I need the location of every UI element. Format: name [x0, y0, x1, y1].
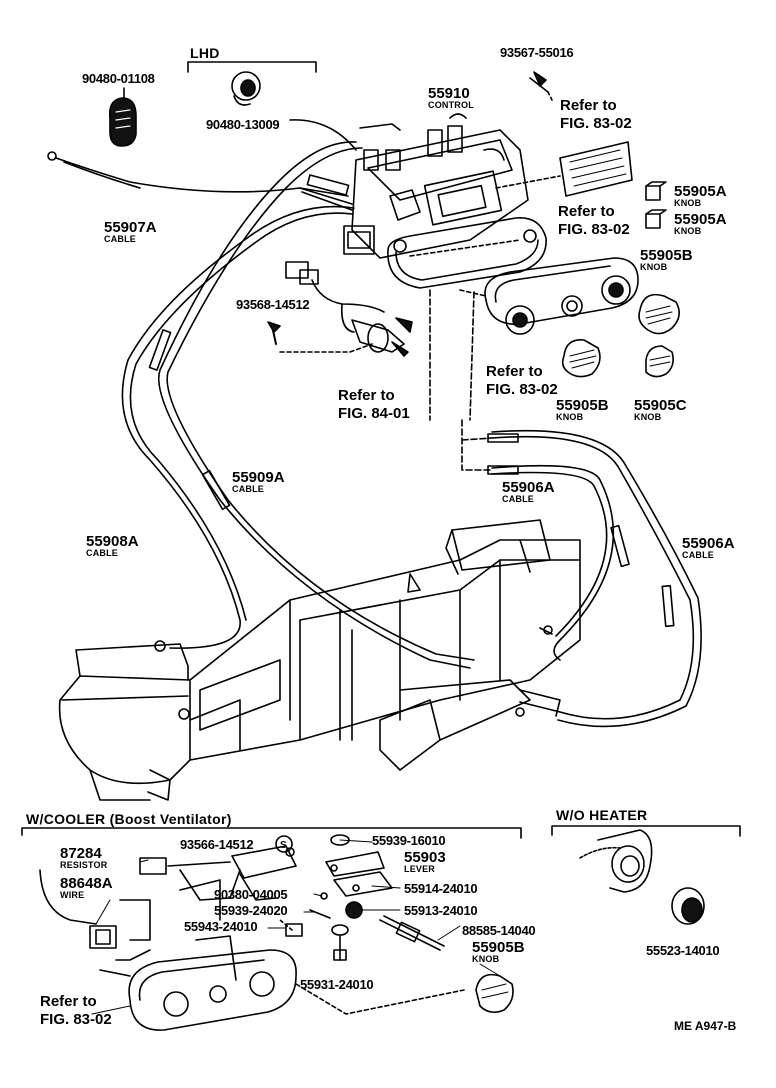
part-55910-sub: CONTROL — [428, 100, 474, 110]
grommet-01108-icon — [110, 98, 136, 146]
refer-8401-line2: FIG. 84-01 — [338, 405, 410, 422]
part-55909A: 55909A — [232, 469, 285, 486]
cooler-55905B-sub: KNOB — [472, 954, 500, 964]
section-wcooler-label: W/COOLER (Boost Ventilator) — [26, 811, 232, 827]
cooler-55903-sub: LEVER — [404, 864, 436, 874]
refer-8302-c-line2: FIG. 83-02 — [486, 381, 558, 398]
part-55908A: 55908A — [86, 533, 139, 550]
cooler-87284-sub: RESISTOR — [60, 860, 108, 870]
cooler-55939-16010: 55939-16010 — [372, 833, 446, 848]
leader-lines — [92, 840, 500, 1014]
cable-55909A — [149, 142, 474, 668]
lhd-bracket — [188, 62, 316, 72]
knob-55905A-bottom-icon — [646, 210, 666, 228]
part-55906A-right: 55906A — [682, 535, 735, 552]
knob-55905C-icon — [646, 346, 673, 377]
cooler-55943-24010: 55943-24010 — [184, 919, 258, 934]
part-55906A-upper-sub: CABLE — [502, 494, 534, 504]
cooler-55913-24010: 55913-24010 — [404, 903, 478, 918]
wcooler-bracket — [22, 828, 521, 838]
heater-unit — [60, 520, 580, 800]
part-55910: 55910 — [428, 85, 470, 102]
refer-8302-a-line1: Refer to — [560, 97, 617, 114]
cable-top-loop — [290, 120, 400, 150]
diagram-code: ME A947-B — [674, 1019, 737, 1033]
cooler-88648A-sub: WIRE — [60, 890, 85, 900]
cable-55908A — [122, 207, 354, 651]
section-lhd-label: LHD — [190, 45, 220, 61]
part-55905A-bottom: 55905A — [674, 211, 727, 228]
cable-55907A — [48, 152, 352, 210]
svg-text:S: S — [280, 840, 287, 851]
cooler-87284: 87284 — [60, 845, 102, 862]
refer-8401-line1: Refer to — [338, 387, 395, 404]
cooler-55914-24010: 55914-24010 — [404, 881, 478, 896]
control-unit-55910 — [344, 114, 546, 288]
part-55905A-top: 55905A — [674, 183, 727, 200]
grommet-13009-icon — [232, 72, 260, 105]
cooler-88585-14040: 88585-14040 — [462, 923, 536, 938]
section-woheater-label: W/O HEATER — [556, 807, 648, 823]
knob-55905B-right-icon — [639, 295, 679, 334]
knob-55905A-top-icon — [646, 182, 666, 200]
refer-8302-b-line2: FIG. 83-02 — [558, 221, 630, 238]
part-55908A-sub: CABLE — [86, 548, 118, 558]
woheater-55523-14010: 55523-14010 — [646, 943, 720, 958]
part-55909A-sub: CABLE — [232, 484, 264, 494]
part-55905B-right-sub: KNOB — [640, 262, 668, 272]
woheater-bracket — [552, 826, 740, 836]
cooler-55903: 55903 — [404, 849, 446, 866]
wcooler-assembly: S — [40, 835, 513, 1030]
part-55905B-lower: 55905B — [556, 397, 609, 414]
cable-55906A — [488, 431, 701, 727]
part-93567-55016: 93567-55016 — [500, 45, 574, 60]
refer-plate — [560, 142, 632, 196]
cooler-55905B: 55905B — [472, 939, 525, 956]
screw-55016-icon — [530, 72, 548, 92]
part-55905B-right: 55905B — [640, 247, 693, 264]
woheater-assembly — [580, 830, 704, 924]
part-90480-13009: 90480-13009 — [206, 117, 280, 132]
part-55906A-right-sub: CABLE — [682, 550, 714, 560]
wire-harness — [286, 262, 412, 356]
part-55905C: 55905C — [634, 397, 687, 414]
cooler-55931-24010: 55931-24010 — [300, 977, 374, 992]
cooler-93566-14512: 93566-14512 — [180, 837, 254, 852]
part-90480-01108: 90480-01108 — [82, 71, 155, 86]
part-55905A-top-sub: KNOB — [674, 198, 702, 208]
refer-8302-a-line2: FIG. 83-02 — [560, 115, 632, 132]
part-55906A-upper: 55906A — [502, 479, 555, 496]
part-55907A: 55907A — [104, 219, 157, 236]
part-55905B-lower-sub: KNOB — [556, 412, 584, 422]
cooler-90380-04005: 90380-04005 — [214, 887, 288, 902]
cooler-55939-24020: 55939-24020 — [214, 903, 288, 918]
control-panel-face — [485, 258, 638, 334]
part-55905A-bottom-sub: KNOB — [674, 226, 702, 236]
part-93568-14512: 93568-14512 — [236, 297, 310, 312]
knob-55905B-lower-icon — [563, 340, 600, 377]
part-55905C-sub: KNOB — [634, 412, 662, 422]
refer-8302-d-line2: FIG. 83-02 — [40, 1011, 112, 1028]
part-55907A-sub: CABLE — [104, 234, 136, 244]
cooler-88648A: 88648A — [60, 875, 113, 892]
refer-8302-c-line1: Refer to — [486, 363, 543, 380]
refer-8302-b-line1: Refer to — [558, 203, 615, 220]
refer-8302-d-line1: Refer to — [40, 993, 97, 1010]
